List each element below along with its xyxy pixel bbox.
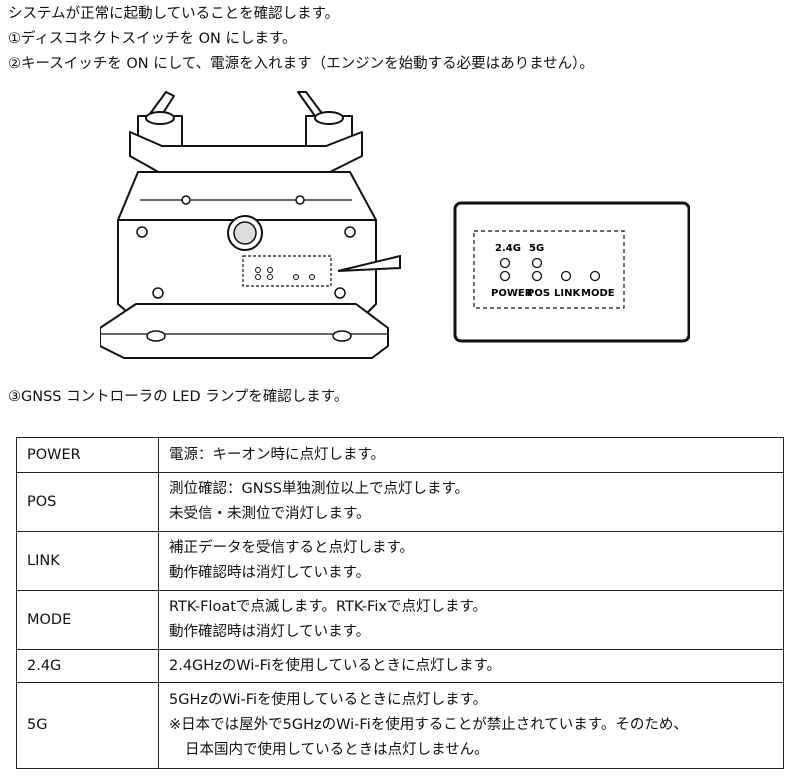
table-row: POS 測位確認：GNSS単独測位以上で点灯します。 未受信・未測位で消灯します… (16, 472, 784, 532)
table-row: LINK 補正データを受信すると点灯します。 動作確認時は消灯しています。 (16, 531, 784, 591)
description-line: 電源：キーオン時に点灯します。 (169, 446, 386, 463)
intro-line-2: ①ディスコネクトスイッチを ON にします。 (8, 31, 297, 47)
description-line: 補正データを受信すると点灯します。 (169, 540, 415, 556)
led-pos (531, 270, 543, 282)
description-line: RTK-Floatで点滅します。RTK-Fixで点灯します。 (169, 599, 487, 615)
table-row: POWER 電源：キーオン時に点灯します。 (16, 437, 784, 473)
led-mode (589, 270, 601, 282)
label-2-4g: 2.4G (495, 243, 521, 254)
led-description: 5GHzのWi-Fiを使用しているときに点灯します。 ※日本では屋外で5GHzの… (158, 682, 784, 769)
led-name: 2.4G (16, 649, 159, 683)
label-pos: POS (527, 288, 550, 299)
label-power: POWER (491, 288, 533, 299)
screws (136, 195, 356, 342)
led-2-4g (499, 257, 511, 269)
intro-line-3: ②キースイッチを ON にして、電源を入れます（エンジンを始動する必要はありませ… (8, 56, 594, 72)
description-line: 測位確認：GNSS単独測位以上で点灯します。 (169, 481, 470, 497)
led-power (499, 270, 511, 282)
description-line: 動作確認時は消灯しています。 (169, 565, 371, 581)
label-link: LINK (554, 288, 581, 299)
led-status-table: POWER 電源：キーオン時に点灯します。 POS 測位確認：GNSS単独測位以… (16, 437, 784, 769)
led-name: MODE (16, 590, 159, 650)
gnss-controller-illustration: 2.4G 5G POWER POS LINK MODE (100, 91, 690, 359)
led-description: 2.4GHzのWi-Fiを使用しているときに点灯します。 (158, 649, 784, 683)
small-led-panel (242, 255, 332, 287)
table-row: 2.4G 2.4GHzのWi-Fiを使用しているときに点灯します。 (16, 649, 784, 683)
led-5g (531, 257, 543, 269)
description-line: 5GHzのWi-Fiを使用しているときに点灯します。 (169, 692, 488, 708)
table-row: MODE RTK-Floatで点滅します。RTK-Fixで点灯します。 動作確認… (16, 590, 784, 650)
led-name: POS (16, 472, 159, 532)
description-line: 日本国内で使用しているときは点灯しません。 (185, 742, 489, 758)
led-description: 測位確認：GNSS単独測位以上で点灯します。 未受信・未測位で消灯します。 (158, 472, 784, 532)
step3-text: ③GNSS コントローラの LED ランプを確認します。 (8, 389, 349, 405)
led-link (560, 270, 572, 282)
led-callout-box: 2.4G 5G POWER POS LINK MODE (453, 201, 690, 343)
led-name: POWER (16, 437, 159, 473)
description-line: 2.4GHzのWi-Fiを使用しているときに点灯します。 (169, 657, 502, 674)
connector-port (227, 215, 263, 251)
callout-pointer (337, 254, 401, 272)
intro-text: システムが正常に起動していることを確認します。 ①ディスコネクトスイッチを ON… (8, 2, 788, 77)
table-row: 5G 5GHzのWi-Fiを使用しているときに点灯します。 ※日本では屋外で5G… (16, 682, 784, 769)
label-5g: 5G (529, 243, 544, 254)
description-line: ※日本では屋外で5GHzのWi-Fiを使用することが禁止されています。そのため、 (169, 717, 688, 733)
label-mode: MODE (581, 288, 615, 299)
description-line: 動作確認時は消灯しています。 (169, 624, 371, 640)
led-description: 補正データを受信すると点灯します。 動作確認時は消灯しています。 (158, 531, 784, 591)
description-line: 未受信・未測位で消灯します。 (169, 506, 371, 522)
led-description: 電源：キーオン時に点灯します。 (158, 437, 784, 473)
intro-line-1: システムが正常に起動していることを確認します。 (8, 6, 340, 22)
led-name: 5G (16, 682, 159, 769)
led-description: RTK-Floatで点滅します。RTK-Fixで点灯します。 動作確認時は消灯し… (158, 590, 784, 650)
led-name: LINK (16, 531, 159, 591)
